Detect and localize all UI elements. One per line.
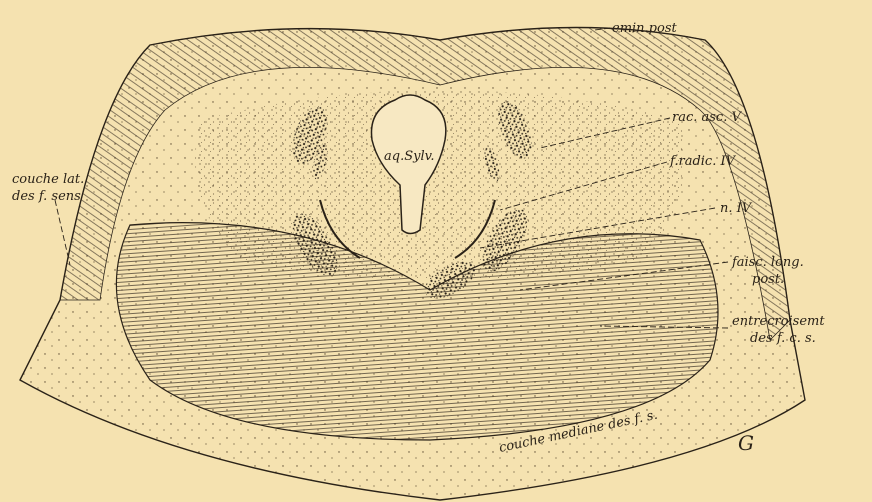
label-n-iv: n. IV [720, 201, 753, 216]
label-couche-lat-f-sens: des f. sens [12, 189, 81, 204]
label-aqueduct: aq.Sylv. [384, 149, 435, 164]
label-f-radic-iv: f.radic. IV [669, 154, 737, 169]
label-entrecroisement: entrecroisemt [732, 314, 825, 329]
label-faisc-long: faisc. long. [731, 255, 804, 270]
label-couche-lat: couche lat. [12, 172, 84, 187]
artist-monogram: G [738, 431, 754, 455]
label-entrecroisement-fcs: des f. c. s. [750, 331, 816, 346]
label-rac-asc-v: rac. asc. V [672, 110, 742, 125]
label-faisc-long-post: post. [752, 272, 784, 287]
label-emin-post: emin.post [612, 21, 678, 36]
